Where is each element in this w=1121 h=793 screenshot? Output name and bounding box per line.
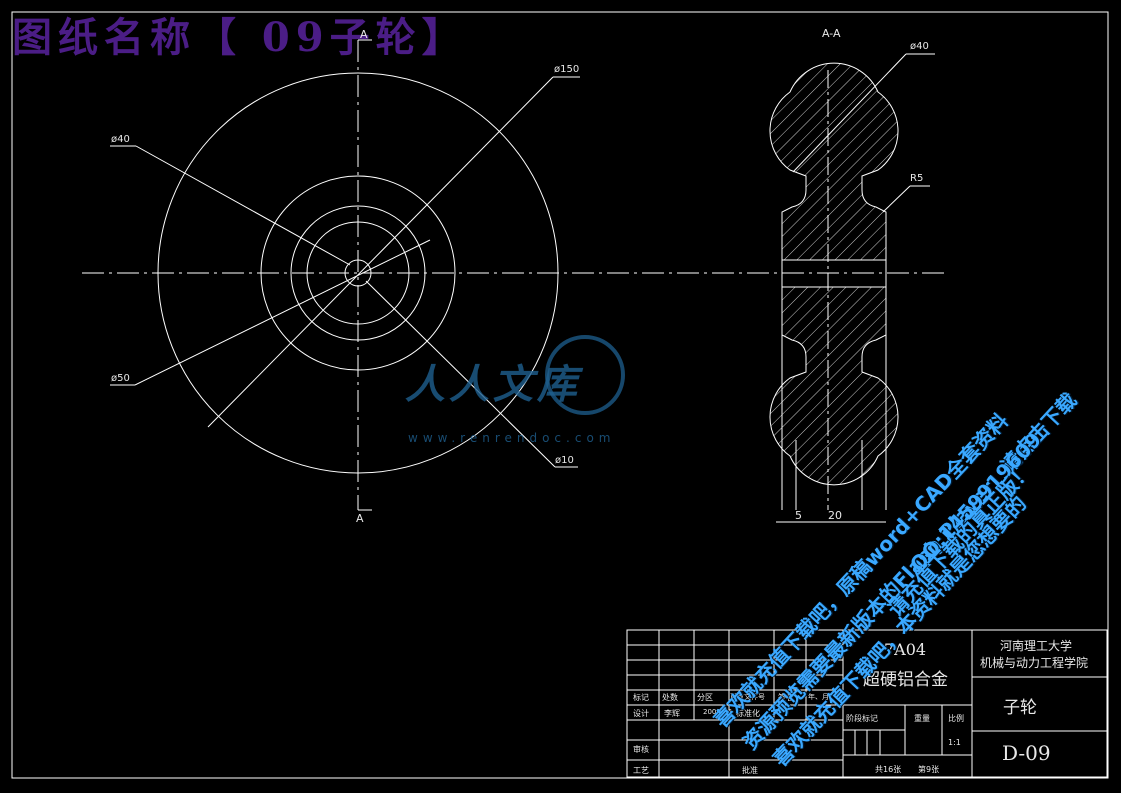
lbl-weight: 重量 bbox=[914, 714, 930, 723]
title-block bbox=[626, 629, 1108, 778]
sheets-total: 共16张 bbox=[875, 765, 902, 774]
design-date: 2009.06 bbox=[703, 708, 732, 716]
hdr-sign: 签名 bbox=[778, 693, 794, 702]
dim-label-d50: ø50 bbox=[111, 373, 130, 384]
leader-d150 bbox=[207, 76, 554, 428]
front-view bbox=[82, 39, 945, 511]
drawing-frame bbox=[11, 11, 1109, 779]
hdr-mark: 标记 bbox=[633, 693, 649, 702]
leader-d10 bbox=[365, 280, 556, 468]
watermark-logo bbox=[545, 335, 625, 415]
dim-label-20: 20 bbox=[828, 509, 842, 522]
hdr-zone: 分区 bbox=[697, 693, 713, 702]
section-view-title: A-A bbox=[822, 27, 841, 40]
hdr-date: 年、月、日 bbox=[808, 693, 843, 701]
lbl-review: 审核 bbox=[633, 745, 649, 754]
section-view bbox=[769, 53, 935, 523]
material-code: 7A04 bbox=[884, 640, 927, 659]
drawing-number: D-09 bbox=[1002, 741, 1051, 765]
lbl-standard: 标准化 bbox=[736, 709, 760, 718]
section-hatched-profile bbox=[769, 62, 899, 261]
dim-label-r5: R5 bbox=[910, 173, 924, 184]
section-letter-bottom: A bbox=[356, 512, 364, 525]
leader-d40-front bbox=[135, 145, 351, 266]
part-name: 子轮 bbox=[1003, 698, 1037, 718]
dim-label-5: 5 bbox=[795, 509, 802, 522]
lbl-process: 工艺 bbox=[633, 766, 649, 775]
scale-value: 1:1 bbox=[948, 738, 961, 747]
dim-label-d40-side: ø40 bbox=[910, 41, 929, 52]
dim-label-d40-front: ø40 bbox=[111, 134, 130, 145]
watermark-url: www.renrendoc.com bbox=[408, 431, 616, 445]
lbl-approve: 批准 bbox=[742, 766, 758, 775]
lbl-design: 设计 bbox=[633, 709, 649, 718]
college-name: 机械与动力工程学院 bbox=[980, 656, 1089, 670]
section-letter-top: A bbox=[360, 28, 368, 41]
dim-label-d150: ø150 bbox=[554, 64, 580, 75]
school-name: 河南理工大学 bbox=[1000, 639, 1073, 653]
material-name: 超硬铝合金 bbox=[863, 670, 948, 690]
dim-label-d10: ø10 bbox=[555, 455, 574, 466]
drawing-title-banner: 图纸名称【 09子轮】 bbox=[12, 14, 468, 61]
designer-name: 李辉 bbox=[664, 709, 680, 718]
sheet-number: 第9张 bbox=[918, 765, 940, 774]
leader-d50 bbox=[134, 239, 431, 386]
hdr-count: 处数 bbox=[662, 693, 678, 702]
hdr-doc: 更改文件号 bbox=[730, 693, 765, 701]
lbl-stage-mark: 阶段标记 bbox=[846, 714, 878, 723]
watermark-logo-text: 人人文库 bbox=[405, 362, 581, 408]
lbl-scale: 比例 bbox=[948, 714, 964, 723]
